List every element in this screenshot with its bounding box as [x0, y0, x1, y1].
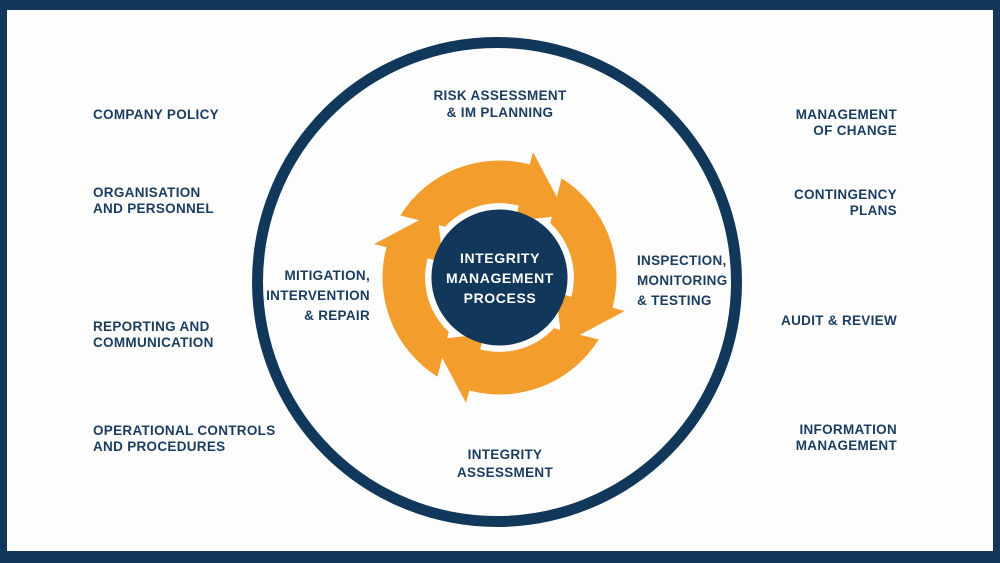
side-label-reporting-communication: REPORTING AND COMMUNICATION	[93, 319, 214, 350]
center-line: MANAGEMENT	[446, 270, 554, 286]
side-label-company-policy: COMPANY POLICY	[93, 107, 219, 122]
cycle-arrows-graphic	[356, 134, 643, 421]
side-label-operational-controls: OPERATIONAL CONTROLS AND PROCEDURES	[93, 423, 276, 454]
center-process-circle	[431, 209, 568, 346]
center-process-label: INTEGRITY MANAGEMENT PROCESS	[420, 248, 580, 308]
side-label-audit-review: AUDIT & REVIEW	[781, 313, 897, 328]
frame-right-bar	[993, 0, 1000, 563]
side-label-management-of-change: MANAGEMENT OF CHANGE	[795, 107, 897, 138]
side-label-information-management: INFORMATION MANAGEMENT	[795, 422, 897, 453]
side-label-organisation-personnel: ORGANISATION AND PERSONNEL	[93, 185, 214, 216]
outer-cycle-circle	[252, 37, 742, 527]
center-line: INTEGRITY	[459, 250, 541, 266]
cycle-label-integrity-assessment: INTEGRITY ASSESSMENT	[456, 447, 554, 480]
cycle-label-risk-assessment: RISK ASSESSMENT & IM PLANNING	[433, 88, 567, 120]
frame-top-bar	[0, 0, 1000, 10]
frame-bottom-bar	[0, 551, 1000, 563]
cycle-label-inspection-monitoring: INSPECTION, MONITORING & TESTING	[637, 253, 728, 308]
frame-left-bar	[0, 0, 7, 563]
center-line: PROCESS	[463, 290, 537, 306]
cycle-label-mitigation-repair: MITIGATION, INTERVENTION & REPAIR	[266, 268, 370, 323]
side-label-contingency-plans: CONTINGENCY PLANS	[793, 187, 897, 218]
